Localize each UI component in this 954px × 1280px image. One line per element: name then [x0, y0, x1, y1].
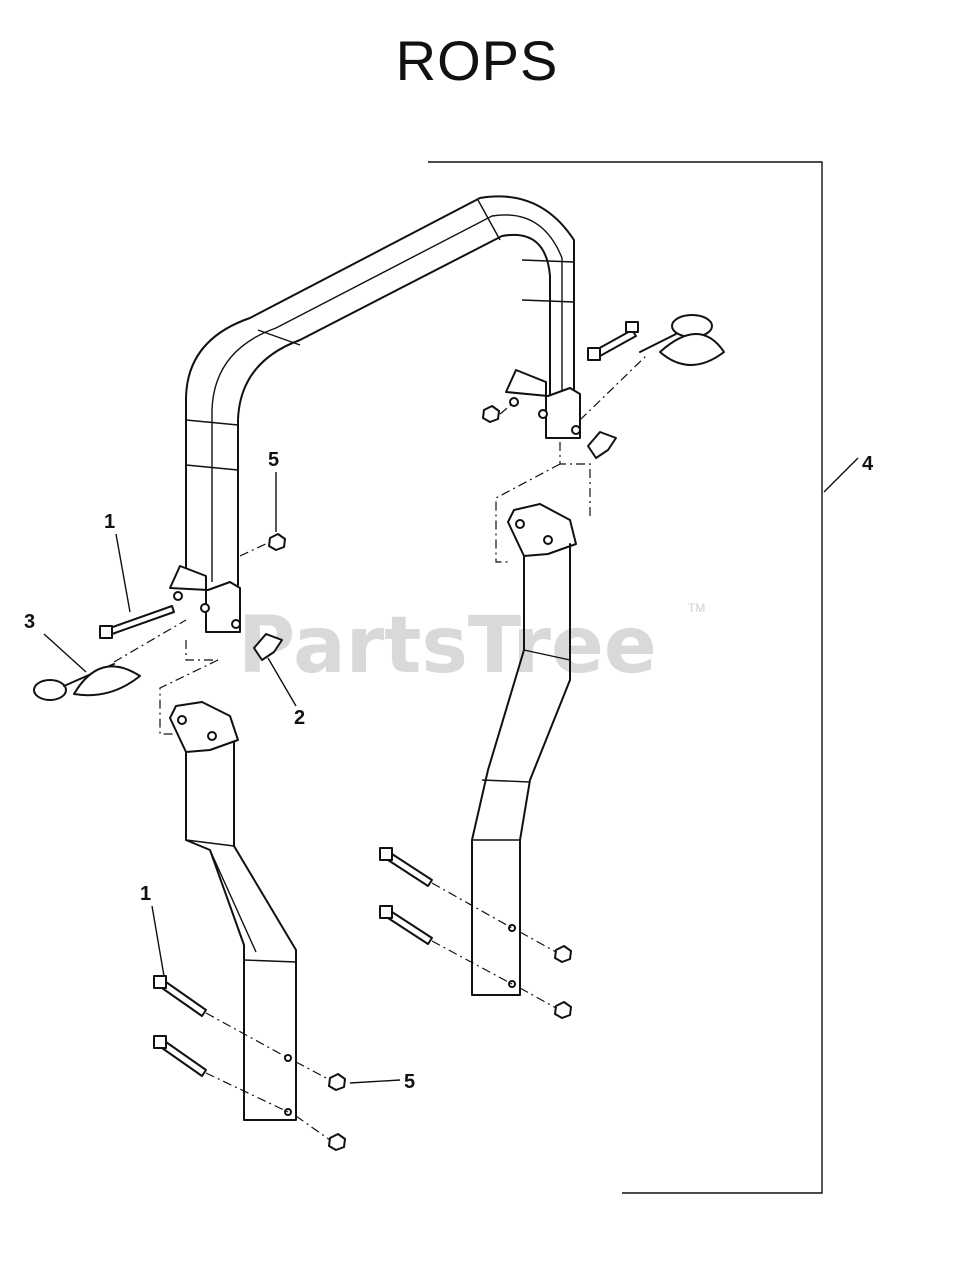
callout-1-upper: 1 [104, 511, 115, 533]
callout-4: 4 [862, 453, 874, 475]
hardware-centerlines [113, 353, 649, 1141]
assembly-bracket [428, 161, 859, 1194]
upper-right-bolt [587, 321, 639, 361]
leader-lines [43, 472, 401, 1084]
nuts [268, 405, 572, 1151]
left-alignment-box [159, 659, 219, 735]
upper-roll-bar [185, 195, 575, 586]
right-upper-bracket [505, 369, 581, 439]
left-hitch-pin [33, 663, 141, 701]
page-title: ROPS [395, 29, 559, 92]
callout-3: 3 [24, 611, 35, 633]
callout-2: 2 [294, 707, 305, 729]
lower-bolts [153, 847, 433, 1077]
right-lower-leg [471, 503, 577, 996]
right-alignment-lead [559, 442, 591, 520]
callout-5-lower: 5 [404, 1071, 415, 1093]
upper-left-bolt [99, 605, 175, 639]
right-hitch-pin [639, 314, 725, 366]
left-upper-bracket [169, 565, 241, 633]
left-alignment-lead [185, 640, 218, 661]
callout-1-lower: 1 [140, 883, 151, 905]
partstree-watermark: PartsTree [238, 601, 657, 691]
trademark-mark: TM [688, 601, 705, 615]
left-lower-leg [169, 701, 297, 1121]
right-knob [587, 431, 617, 459]
left-knob [253, 633, 283, 661]
callout-5-upper: 5 [268, 449, 279, 471]
